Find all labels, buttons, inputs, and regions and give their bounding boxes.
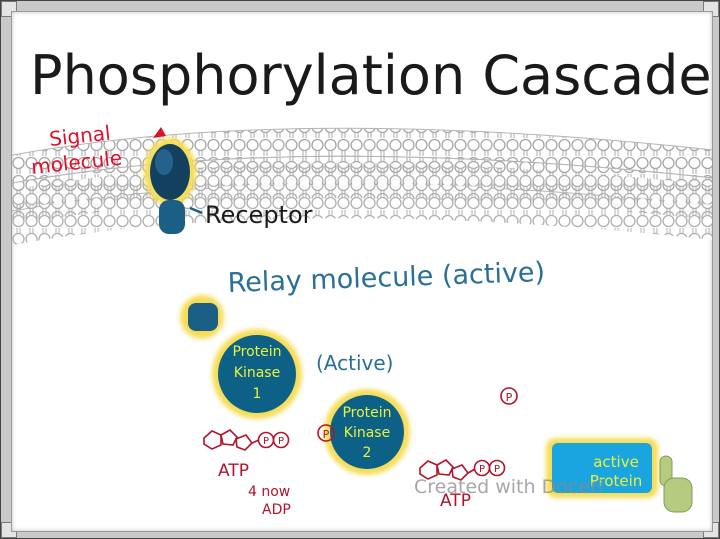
atp1-label: ATP <box>218 461 249 481</box>
receptor-label: Receptor <box>205 201 313 229</box>
doceri-hand-icon <box>659 455 693 513</box>
cell-membrane <box>12 127 712 246</box>
kinase2-label-line2: Kinase <box>344 425 390 441</box>
page-title: Phosphorylation Cascade <box>30 44 712 107</box>
signal-molecule-shape <box>153 127 166 138</box>
kinase1-label-line3: 1 <box>253 386 262 402</box>
kinase2-label-line3: 2 <box>363 445 372 461</box>
atp2-label: ATP <box>440 491 471 511</box>
protein-kinase-1: Protein Kinase 1 <box>212 329 302 419</box>
watermark-text: Created with Doceri <box>414 476 603 498</box>
active-protein-label-line2: Protein <box>590 472 643 490</box>
relay-molecule <box>180 295 224 339</box>
receptor-pointer-line <box>189 206 203 215</box>
phosphate-label: P <box>506 391 513 404</box>
protein-kinase-2: Protein Kinase 2 <box>324 389 410 475</box>
whiteboard-canvas: Phosphorylation Cascade Signal molecule <box>11 11 713 532</box>
atp2-phosphate-b: P <box>494 464 500 475</box>
active-note-label: (Active) <box>316 351 393 375</box>
cascade-diagram: Phosphorylation Cascade Signal molecule <box>12 44 712 518</box>
relay-molecule-label: Relay molecule (active) <box>227 257 545 299</box>
active-protein: active Protein <box>546 438 658 498</box>
atp1-phosphate-b: P <box>278 436 284 447</box>
phosphate-label: P <box>323 428 330 441</box>
phosphate-free-right: P <box>500 387 518 405</box>
phosphate-free-left: P <box>317 424 335 442</box>
kinase2-label-line1: Protein <box>342 405 391 421</box>
atp-note-line1: 4 now <box>248 484 290 500</box>
atp-note-line2: ADP <box>262 502 291 518</box>
kinase1-label-line1: Protein <box>232 344 281 360</box>
kinase1-label-line2: Kinase <box>234 365 280 381</box>
active-protein-label-line1: active <box>593 453 639 471</box>
atp-molecule-1 <box>203 429 290 451</box>
atp-molecule-2 <box>419 459 506 481</box>
atp1-phosphate-a: P <box>263 436 269 447</box>
atp2-phosphate-a: P <box>479 464 485 475</box>
receptor-protein <box>144 138 196 234</box>
